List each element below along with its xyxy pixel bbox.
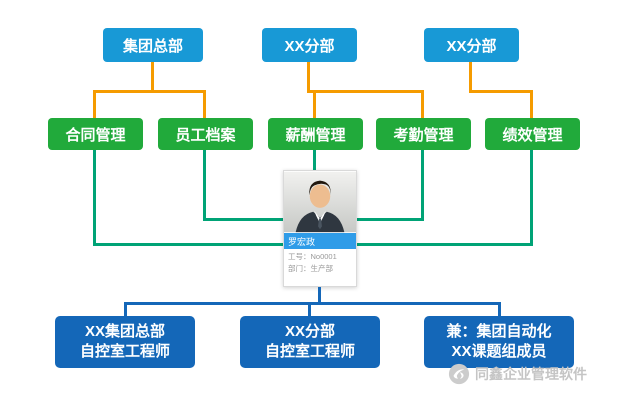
node-position-branch-engineer: XX分部 自控室工程师 [240,316,380,368]
node-label: 绩效管理 [502,126,563,144]
connector-green-v [313,150,316,170]
connector-orange-v [313,90,316,118]
node-label: 员工档案 [175,126,236,144]
connector-orange-v [421,90,424,118]
node-attendance-mgmt: 考勤管理 [376,118,471,150]
position-line2: 自控室工程师 [79,343,170,360]
node-position-hq-engineer: XX集团总部 自控室工程师 [55,316,195,368]
connector-blue-v [124,302,127,316]
person-portrait-icon [284,171,356,233]
connector-orange-v [469,62,472,93]
employee-name-bar: 罗宏政 [284,233,356,249]
node-label: 考勤管理 [393,126,454,144]
node-performance-mgmt: 绩效管理 [485,118,580,150]
connector-blue-v [308,302,311,316]
connector-orange-v [203,90,206,118]
connector-green-h [357,243,533,246]
watermark-logo-icon [448,363,470,385]
watermark: 同鑫企业管理软件 [448,363,587,385]
node-label: 合同管理 [65,126,126,144]
connector-green-h [93,243,283,246]
node-label: XX分部 [446,37,497,55]
node-payroll-mgmt: 薪酬管理 [268,118,363,150]
connector-orange-h [307,90,424,93]
connector-green-v [93,150,96,246]
connector-blue-h [124,302,501,305]
node-group-hq: 集团总部 [103,28,203,62]
node-label: 集团总部 [122,37,183,55]
position-line2: 自控室工程师 [264,343,355,360]
connector-green-h [357,218,424,221]
position-line1: 兼：集团自动化 [446,322,552,340]
node-employee-files: 员工档案 [158,118,253,150]
employee-photo [284,171,356,233]
employee-dept: 部门：生产部 [288,264,333,273]
connector-orange-v [530,90,533,118]
connector-blue-v [498,302,501,316]
node-position-project-member: 兼：集团自动化 XX课题组成员 [424,316,574,368]
node-label: XX分部 [284,37,335,55]
employee-profile-card: 罗宏政 工号：No0001 部门：生产部 [283,170,357,287]
connector-orange-h [469,90,533,93]
employee-info: 工号：No0001 部门：生产部 [284,249,356,286]
connector-green-v [530,150,533,246]
connector-orange-v [93,90,96,118]
employee-name: 罗宏政 [288,236,316,247]
node-branch-1: XX分部 [262,28,357,62]
connector-green-v [203,150,206,221]
node-contract-mgmt: 合同管理 [48,118,143,150]
position-line1: XX集团总部 [84,322,165,340]
watermark-text: 同鑫企业管理软件 [475,366,587,382]
node-branch-2: XX分部 [424,28,519,62]
employee-id: 工号：No0001 [288,252,337,261]
connector-orange-v [151,62,154,93]
connector-green-h [203,218,283,221]
node-label: 薪酬管理 [285,126,346,144]
connector-green-v [421,150,424,221]
position-line2: XX课题组成员 [451,343,547,360]
connector-blue-v [318,287,321,305]
connector-orange-h [94,90,206,93]
connector-orange-v [307,62,310,93]
position-line1: XX分部 [284,322,335,340]
